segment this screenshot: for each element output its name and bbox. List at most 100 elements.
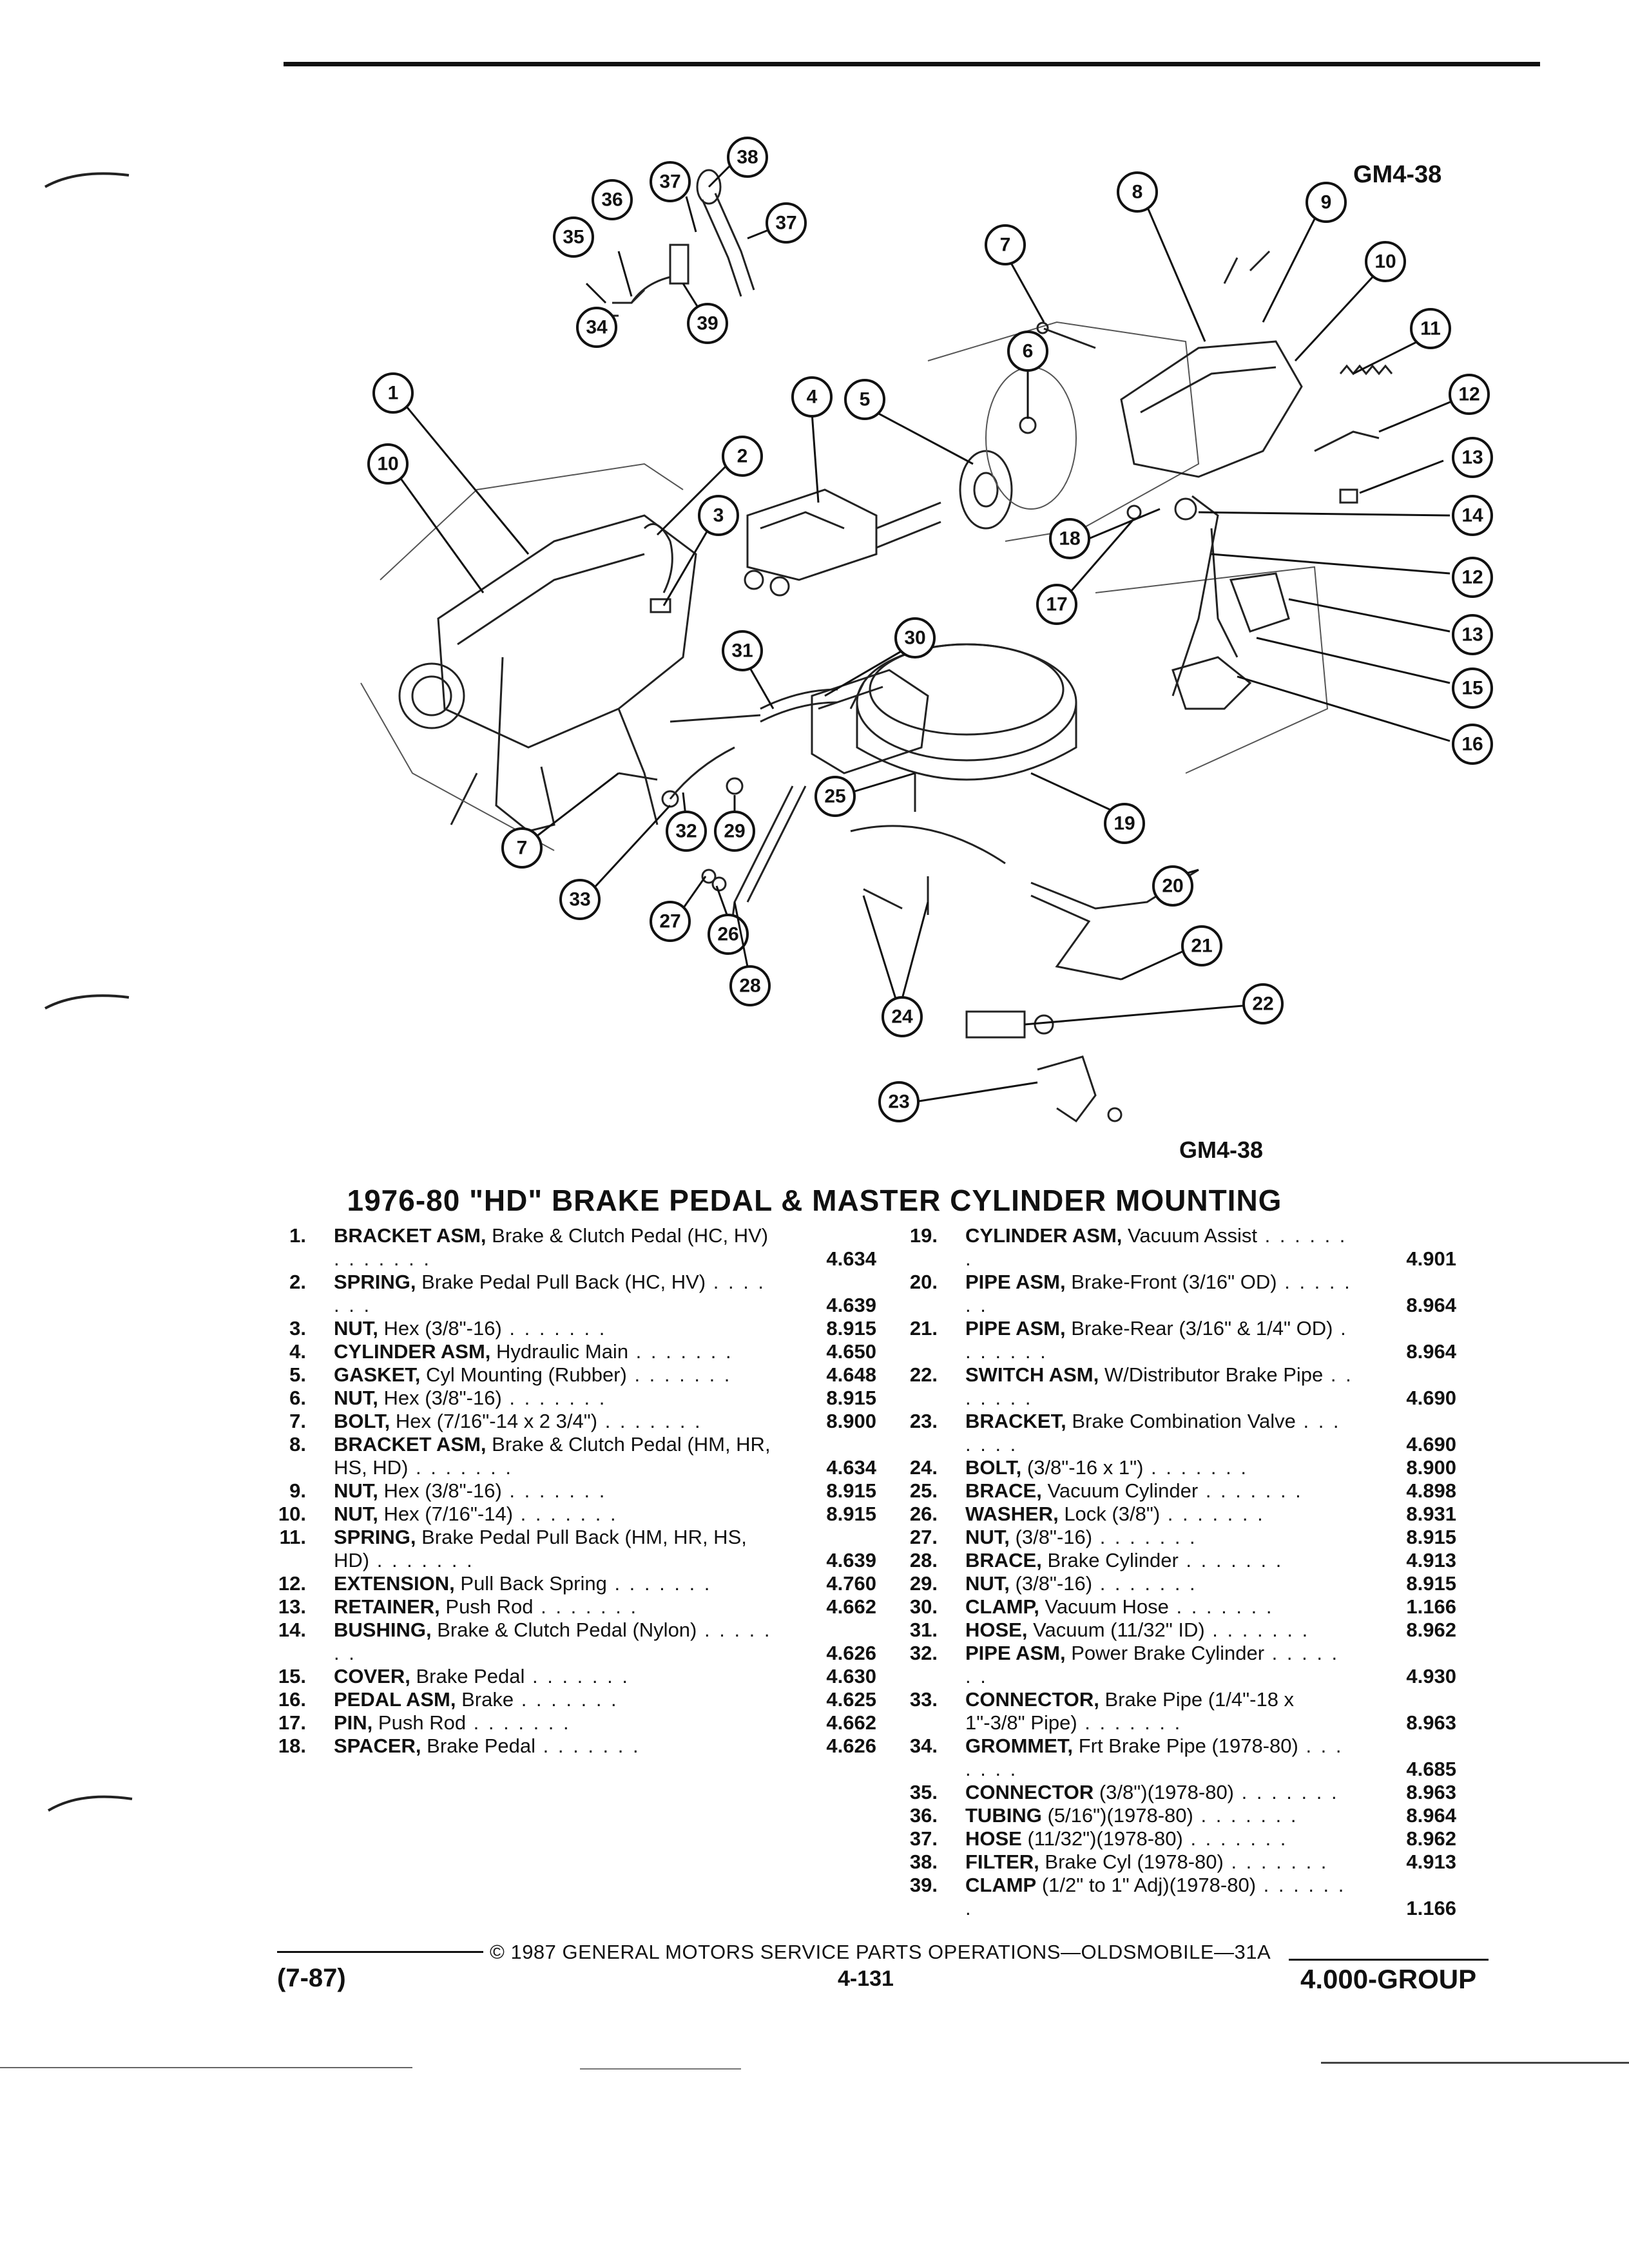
diagram-drawing: 38 37 37 36 35 34 39 1 10 2 3 4 5 6 7 8 … [360, 137, 1493, 1123]
leader-dots: . . . . . . . [597, 1410, 702, 1432]
part-number: 4. [289, 1340, 306, 1363]
callout-label: 29 [724, 821, 745, 842]
leader-dots: . . . . . . . [334, 1619, 772, 1664]
part-number: 12. [278, 1572, 306, 1595]
leader-dots: . . . . . . . [606, 1572, 712, 1595]
group-number: 4.690 [1406, 1433, 1456, 1456]
part-entry: GROMMET, Frt Brake Pipe (1978-80) . . . … [965, 1735, 1456, 1781]
part-name: EXTENSION, [334, 1572, 455, 1595]
leader-dots: . . . . . . . [965, 1317, 1348, 1363]
leader-dots: . . . . . . . [1143, 1456, 1248, 1479]
part-name: CONNECTOR [965, 1781, 1094, 1803]
callout: 14 [1198, 495, 1493, 536]
part-number: 3. [289, 1317, 306, 1340]
part-entry: HOSE (11/32")(1978-80) . . . . . . .8.96… [965, 1827, 1456, 1850]
leader-dots: . . . . . . . [1234, 1781, 1339, 1803]
footer-rule-right [1289, 1959, 1489, 1961]
part-entry: NUT, Hex (3/8"-16) . . . . . . .8.915 [334, 1479, 876, 1503]
part-name: NUT, [334, 1503, 378, 1525]
group-number: 8.915 [1406, 1526, 1456, 1548]
part-description: Brake Pedal Pull Back (HM, HR, HS, HD) [334, 1526, 747, 1571]
group-number: 8.964 [1406, 1294, 1456, 1316]
part-number: 13. [278, 1595, 306, 1618]
leader-dots: . . . . . . . [466, 1711, 571, 1734]
part-number: 36. [909, 1804, 938, 1827]
callout-layer: 38 37 37 36 35 34 39 1 10 2 3 4 5 6 7 8 … [367, 137, 1493, 1122]
part-row: 33.CONNECTOR, Brake Pipe (1/4"-18 x 1"-3… [889, 1688, 1456, 1735]
part-row: 27.NUT, (3/8"-16) . . . . . . .8.915 [889, 1526, 1456, 1549]
leader-dots: . . . . . . . [369, 1549, 474, 1571]
part-name: TUBING [965, 1804, 1042, 1827]
group-number: 4.930 [1406, 1665, 1456, 1687]
exploded-parts-diagram: 38 37 37 36 35 34 39 1 10 2 3 4 5 6 7 8 … [284, 129, 1540, 1160]
callout-label: 35 [563, 227, 584, 248]
callout: 4 [791, 376, 833, 503]
group-number: 8.915 [1406, 1572, 1456, 1595]
part-name: PIPE ASM, [965, 1642, 1066, 1664]
part-number: 10. [278, 1503, 306, 1525]
callout: 30 [824, 617, 936, 697]
callout: 9 [1262, 182, 1347, 323]
part-name: SPRING, [334, 1271, 416, 1293]
part-description: Brake & Clutch Pedal (HC, HV) [492, 1224, 769, 1247]
callout-label: 30 [904, 628, 925, 649]
leader-dots: . . . . . . . [533, 1595, 639, 1618]
callout: 32 [666, 792, 707, 852]
group-number: 8.931 [1406, 1503, 1456, 1525]
part-row: 30.CLAMP, Vacuum Hose . . . . . . .1.166 [889, 1595, 1456, 1619]
part-description: (3/8"-16) [1015, 1572, 1093, 1595]
part-description: (5/16")(1978-80) [1047, 1804, 1193, 1827]
footer-rule-left [277, 1951, 483, 1953]
callout-label: 13 [1461, 624, 1483, 646]
callout: 36 [592, 179, 633, 297]
part-name: GASKET, [334, 1363, 421, 1386]
group-number: 4.626 [826, 1642, 876, 1664]
part-name: CYLINDER ASM, [965, 1224, 1123, 1247]
part-name: GROMMET, [965, 1735, 1074, 1757]
group-number: 8.962 [1406, 1827, 1456, 1850]
leader-dots: . . . . . . . [1204, 1619, 1310, 1641]
part-row: 37. HOSE (11/32")(1978-80) . . . . . . .8… [889, 1827, 1456, 1850]
part-number: 39. [909, 1874, 938, 1896]
part-description: Frt Brake Pipe (1978-80) [1078, 1735, 1298, 1757]
group-number: 4.625 [826, 1688, 876, 1711]
callout: 5 [844, 379, 974, 465]
callout: 20 [1152, 865, 1199, 907]
callout: 19 [1030, 772, 1145, 844]
part-name: BRACKET ASM, [334, 1224, 487, 1247]
part-number: 37. [909, 1827, 938, 1850]
copyright-notice: © 1987 GENERAL MOTORS SERVICE PARTS OPER… [490, 1941, 1271, 1963]
callout: 3 [662, 495, 739, 606]
part-description: (1/2" to 1" Adj)(1978-80) [1041, 1874, 1257, 1896]
part-row: 35.CONNECTOR (3/8")(1978-80) . . . . . .… [889, 1781, 1456, 1804]
callout-label: 38 [737, 147, 758, 168]
group-number: 4.662 [826, 1595, 876, 1618]
leader-dots: . . . . . . . [408, 1456, 513, 1479]
revision-date: (7-87) [277, 1964, 346, 1992]
leader-dots: . . . . . . . [965, 1410, 1341, 1456]
part-number: 21. [909, 1317, 938, 1340]
callout-label: 9 [1321, 192, 1332, 213]
part-entry: TUBING (5/16")(1978-80) . . . . . . .8.9… [965, 1804, 1456, 1827]
callout-label: 22 [1252, 994, 1273, 1015]
part-number: 8. [289, 1433, 306, 1456]
callout-label: 12 [1458, 384, 1480, 405]
callout: 12 [1211, 553, 1493, 598]
part-row: 9.NUT, Hex (3/8"-16) . . . . . . .8.915 [258, 1479, 876, 1503]
part-entry: HOSE, Vacuum (11/32" ID) . . . . . . .8.… [965, 1619, 1456, 1642]
part-entry: PIPE ASM, Power Brake Cylinder . . . . .… [965, 1642, 1456, 1688]
part-number: 20. [909, 1271, 938, 1293]
part-description: Hex (7/16"-14) [383, 1503, 514, 1525]
part-row: 39.CLAMP (1/2" to 1" Adj)(1978-80) . . .… [889, 1874, 1456, 1920]
leader-dots: . . . . . . . [334, 1247, 431, 1270]
part-number: 29. [909, 1572, 938, 1595]
part-entry: BRACKET ASM, Brake & Clutch Pedal (HC, H… [334, 1224, 876, 1271]
part-name: WASHER, [965, 1503, 1059, 1525]
group-number: 8.900 [826, 1410, 876, 1432]
leader-dots: . . . . . . . [535, 1735, 641, 1757]
part-row: 4.CYLINDER ASM, Hydraulic Main . . . . .… [258, 1340, 876, 1363]
part-name: RETAINER, [334, 1595, 440, 1618]
leader-dots: . . . . . . . [501, 1479, 607, 1502]
part-number: 31. [909, 1619, 938, 1641]
callout: 21 [1121, 925, 1222, 981]
